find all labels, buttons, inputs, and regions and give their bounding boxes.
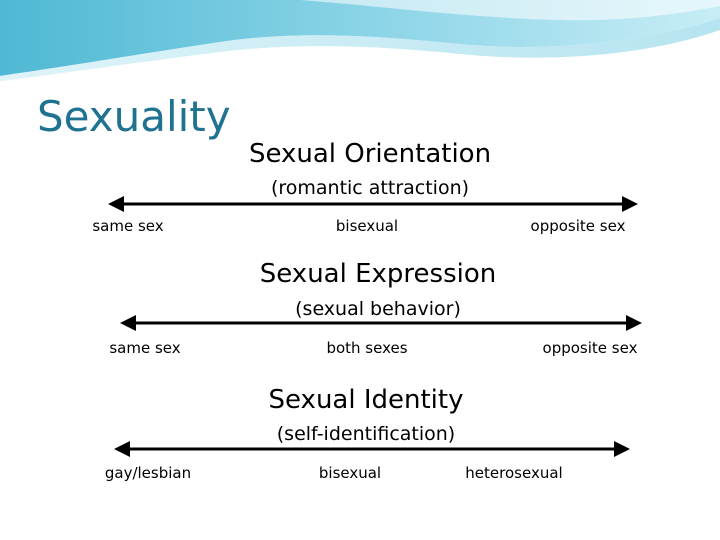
- scale-label-left: same sex: [109, 339, 181, 357]
- header-wave-banner: [0, 0, 720, 83]
- double-arrow-icon: [114, 441, 630, 457]
- slide-title: Sexuality: [37, 92, 231, 141]
- scale-block-orientation: Sexual Orientation (romantic attraction)…: [0, 138, 720, 258]
- scale-label-middle: both sexes: [326, 339, 408, 357]
- scale-heading: Sexual Expression: [259, 259, 497, 289]
- scale-heading: Sexual Orientation: [248, 139, 492, 169]
- scale-label-right: heterosexual: [465, 464, 563, 482]
- scale-label-right: opposite sex: [530, 217, 626, 235]
- double-arrow-icon: [108, 196, 638, 212]
- scale-label-right: opposite sex: [542, 339, 638, 357]
- scale-label-left: same sex: [92, 217, 164, 235]
- scale-heading: Sexual Identity: [268, 385, 464, 415]
- scale-subheading: (self-identification): [276, 423, 456, 445]
- double-arrow-icon: [120, 315, 642, 331]
- scale-subheading: (sexual behavior): [295, 298, 461, 320]
- scale-label-middle: bisexual: [318, 464, 382, 482]
- scale-block-expression: Sexual Expression (sexual behavior) same…: [0, 258, 720, 378]
- scale-subheading: (romantic attraction): [270, 177, 470, 199]
- scale-label-middle: bisexual: [335, 217, 399, 235]
- scale-block-identity: Sexual Identity (self-identification) ga…: [0, 384, 720, 504]
- scale-label-left: gay/lesbian: [104, 464, 192, 482]
